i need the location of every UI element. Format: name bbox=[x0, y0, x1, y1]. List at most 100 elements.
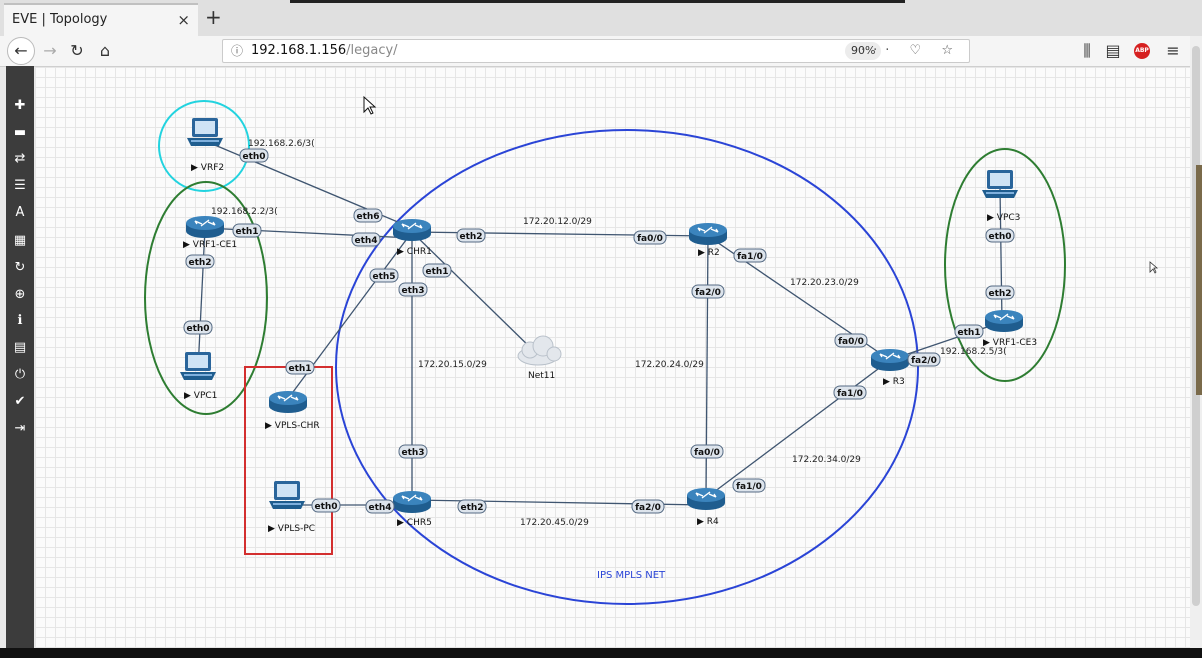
svg-text:▶ VPLS-CHR: ▶ VPLS-CHR bbox=[265, 421, 320, 431]
nodes-icon[interactable]: ▬ bbox=[13, 125, 27, 140]
port-label: eth4 bbox=[365, 499, 395, 514]
info-icon[interactable]: ⓘ bbox=[231, 44, 244, 58]
svg-text:eth1: eth1 bbox=[425, 267, 448, 277]
forward-button[interactable]: → bbox=[37, 39, 63, 63]
node-chr5[interactable]: ▶ CHR5 bbox=[392, 490, 432, 528]
startup-config-icon[interactable]: ☰ bbox=[14, 178, 26, 193]
node-vrf2[interactable]: ▶ VRF2 bbox=[187, 118, 224, 173]
svg-text:eth1: eth1 bbox=[288, 364, 311, 374]
port-label: eth6 bbox=[353, 208, 383, 223]
router-icon bbox=[984, 309, 1024, 333]
mpls-cloud-ellipse bbox=[335, 129, 919, 605]
play-icon[interactable]: ▶ bbox=[397, 518, 404, 528]
vrf1-group-ellipse bbox=[144, 181, 268, 415]
url-bar[interactable]: ⓘ 192.168.1.156/legacy/ 90% ··· ♡ ☆ bbox=[222, 39, 970, 63]
vrf2-group-circle bbox=[158, 100, 250, 192]
play-icon[interactable]: ▶ bbox=[397, 247, 404, 257]
add-icon[interactable]: ✚ bbox=[14, 98, 26, 113]
port-label: eth5 bbox=[369, 268, 399, 283]
svg-text:▶ VPLS-PC: ▶ VPLS-PC bbox=[268, 524, 315, 534]
node-label: VPLS-CHR bbox=[275, 421, 320, 431]
play-icon[interactable]: ▶ bbox=[268, 524, 275, 534]
networks-icon[interactable]: ⇄ bbox=[14, 151, 26, 166]
node-vpls-chr[interactable]: ▶ VPLS-CHR bbox=[265, 390, 320, 431]
play-icon[interactable]: ▶ bbox=[698, 248, 705, 258]
sidebar-button[interactable]: ▤ bbox=[1100, 39, 1126, 63]
mouse-cursor-icon bbox=[363, 95, 377, 115]
back-arrow-icon: ← bbox=[14, 41, 28, 60]
node-r4[interactable]: ▶ R4 bbox=[686, 487, 726, 527]
node-chr1[interactable]: ▶ CHR1 bbox=[392, 218, 432, 257]
play-icon[interactable]: ▶ bbox=[183, 240, 190, 250]
node-vpls-pc[interactable]: ▶ VPLS-PC bbox=[268, 481, 315, 534]
lab-details-icon[interactable]: ▤ bbox=[13, 340, 27, 355]
play-icon[interactable]: ▶ bbox=[983, 338, 990, 348]
node-label: R3 bbox=[893, 377, 905, 387]
port-label: eth0 bbox=[183, 320, 213, 335]
tab-eve-topology[interactable]: EVE | Topology × bbox=[4, 3, 198, 36]
node-vrf1-ce1[interactable]: ▶ VRF1-CE1 bbox=[183, 215, 237, 250]
port-label: eth3 bbox=[398, 444, 428, 459]
grid-icon[interactable]: ▦ bbox=[13, 233, 27, 248]
svg-text:fa0/0: fa0/0 bbox=[637, 234, 663, 244]
play-icon[interactable]: ▶ bbox=[987, 213, 994, 223]
power-icon[interactable]: ⏻ bbox=[14, 367, 26, 382]
reload-icon: ↻ bbox=[70, 41, 84, 60]
page-actions[interactable]: ··· ♡ ☆ bbox=[861, 43, 961, 58]
zoom-level-badge[interactable]: 90% bbox=[845, 42, 882, 60]
port-label: fa2/0 bbox=[907, 352, 941, 367]
tab-close-icon[interactable]: × bbox=[177, 11, 190, 29]
reload-button[interactable]: ↻ bbox=[64, 39, 90, 63]
vrf1-ce3-group-ellipse bbox=[944, 148, 1066, 382]
play-icon[interactable]: ▶ bbox=[883, 377, 890, 387]
library-icon: ⫼ bbox=[1083, 41, 1091, 60]
subnet-label: 192.168.2.5/3( bbox=[940, 347, 1007, 357]
forward-arrow-icon: → bbox=[43, 41, 57, 60]
svg-text:fa1/0: fa1/0 bbox=[736, 482, 762, 492]
node-label: CHR5 bbox=[407, 518, 432, 528]
port-label: eth1 bbox=[285, 360, 315, 375]
node-label: VRF1-CE1 bbox=[193, 240, 237, 250]
svg-text:eth1: eth1 bbox=[235, 227, 258, 237]
svg-text:▶ R2: ▶ R2 bbox=[698, 248, 720, 258]
node-r2[interactable]: ▶ R2 bbox=[688, 222, 728, 258]
port-label: eth0 bbox=[985, 228, 1015, 243]
router-icon bbox=[686, 487, 726, 511]
node-label: R2 bbox=[708, 248, 720, 258]
node-r3[interactable]: ▶ R3 bbox=[870, 348, 910, 387]
zoom-icon[interactable]: ⊕ bbox=[14, 287, 26, 302]
refresh-icon[interactable]: ↻ bbox=[14, 260, 26, 275]
svg-text:fa1/0: fa1/0 bbox=[737, 252, 763, 262]
node-net11[interactable]: Net11 bbox=[517, 335, 562, 381]
topology-canvas[interactable] bbox=[35, 67, 1190, 648]
text-icon[interactable]: A bbox=[15, 205, 25, 220]
subnet-label: 192.168.2.2/3( bbox=[211, 207, 278, 217]
svg-text:fa2/0: fa2/0 bbox=[635, 503, 661, 513]
lock-icon[interactable]: ✔ bbox=[14, 394, 26, 409]
node-vpc3[interactable]: ▶ VPC3 bbox=[982, 170, 1020, 223]
background-window-edge bbox=[1196, 165, 1202, 395]
adblock-icon[interactable]: ABP bbox=[1134, 43, 1150, 59]
svg-text:eth0: eth0 bbox=[242, 152, 265, 162]
url-host: 192.168.1.156 bbox=[251, 43, 347, 58]
library-button[interactable]: ⫼ bbox=[1074, 39, 1100, 63]
play-icon[interactable]: ▶ bbox=[191, 163, 198, 173]
menu-button[interactable]: ≡ bbox=[1160, 39, 1186, 63]
router-icon bbox=[392, 218, 432, 242]
back-button[interactable]: ← bbox=[7, 37, 35, 65]
new-tab-button[interactable]: + bbox=[205, 5, 222, 29]
port-label: fa1/0 bbox=[833, 385, 867, 400]
home-button[interactable]: ⌂ bbox=[92, 39, 118, 63]
subnet-label: 172.20.45.0/29 bbox=[520, 518, 589, 528]
play-icon[interactable]: ▶ bbox=[265, 421, 272, 431]
port-label: fa2/0 bbox=[691, 284, 725, 299]
node-vpc1[interactable]: ▶ VPC1 bbox=[180, 352, 217, 401]
play-icon[interactable]: ▶ bbox=[184, 391, 191, 401]
node-vrf1-ce3[interactable]: ▶ VRF1-CE3 bbox=[983, 309, 1037, 348]
secondary-cursor-icon bbox=[1149, 261, 1159, 274]
status-icon[interactable]: ℹ bbox=[17, 313, 23, 328]
play-icon[interactable]: ▶ bbox=[697, 517, 704, 527]
logout-icon[interactable]: ⇥ bbox=[14, 421, 26, 436]
